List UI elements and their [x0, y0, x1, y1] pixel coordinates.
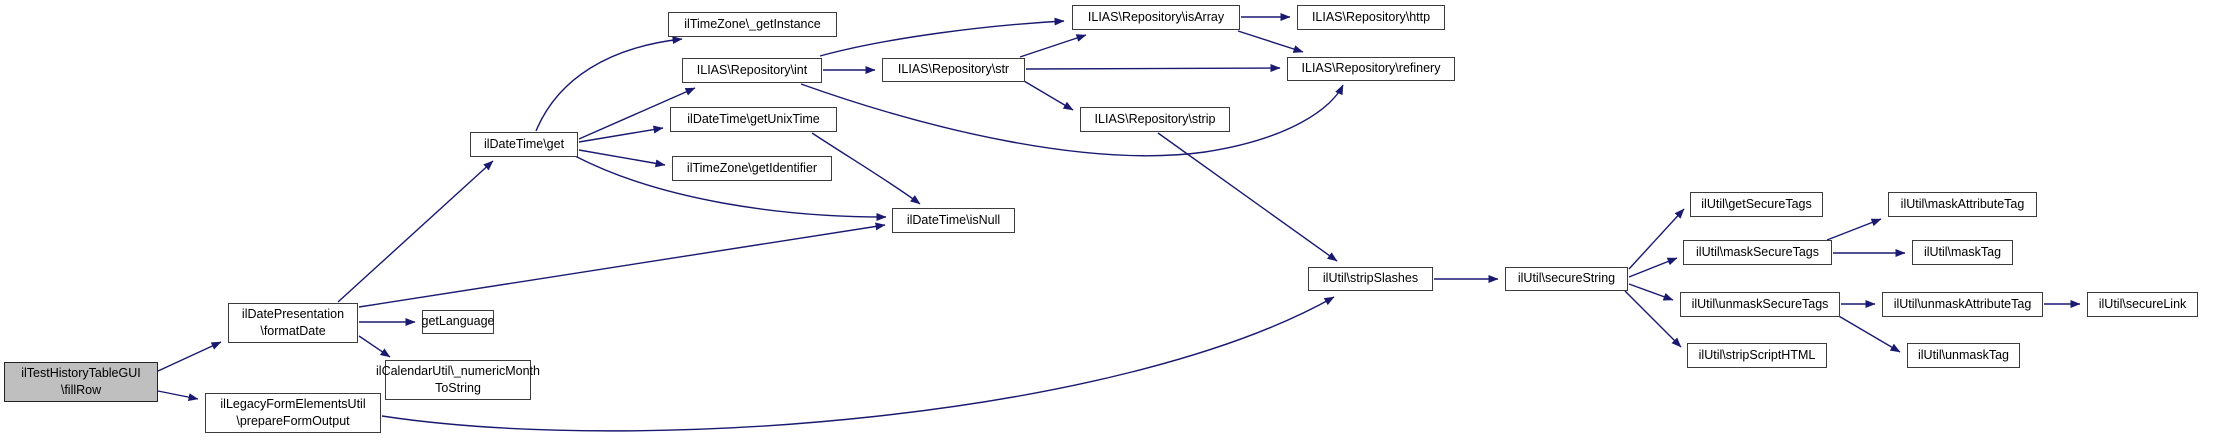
- edge-get-to-isNull: [574, 155, 887, 221]
- edge-str-to-isArray: [1019, 34, 1087, 58]
- edge-maskSecureTags-to-maskAttributeTag: [1826, 218, 1882, 241]
- edge-get-to-getUnixTime: [578, 125, 664, 143]
- node-prepareFormOutput[interactable]: ilLegacyFormElementsUtil \prepareFormOut…: [205, 393, 381, 433]
- node-maskSecureTags[interactable]: ilUtil\maskSecureTags: [1683, 240, 1832, 265]
- edge-str-to-strip: [1023, 80, 1074, 111]
- node-maskAttributeTag[interactable]: ilUtil\maskAttributeTag: [1888, 192, 2037, 217]
- edge-isArray-to-refinery: [1237, 30, 1304, 53]
- edge-get-to-int: [578, 87, 696, 140]
- node-getSecureTags[interactable]: ilUtil\getSecureTags: [1690, 192, 1823, 217]
- edge-formatDate-to-numericMonthToString: [358, 335, 391, 358]
- edge-get-to-getInstance: [535, 36, 683, 132]
- edge-fillRow-to-formatDate: [157, 341, 222, 372]
- edge-group: [157, 13, 2081, 432]
- edge-secureString-to-stripScriptHTML: [1624, 290, 1682, 348]
- node-int[interactable]: ILIAS\Repository\int: [682, 58, 822, 83]
- node-getIdentifier[interactable]: ilTimeZone\getIdentifier: [672, 156, 832, 181]
- edge-fillRow-to-prepareFormOutput: [157, 390, 199, 402]
- node-formatDate[interactable]: ilDatePresentation \formatDate: [228, 303, 358, 343]
- node-getLanguage[interactable]: getLanguage: [422, 310, 495, 334]
- edge-str-to-refinery: [1025, 64, 1281, 73]
- edge-formatDate-to-isNull: [358, 222, 886, 308]
- edge-int-to-isArray: [819, 17, 1065, 57]
- node-get[interactable]: ilDateTime\get: [470, 132, 578, 157]
- edge-prepareFormOutput-to-stripSlashes: [381, 296, 1335, 432]
- node-refinery[interactable]: ILIAS\Repository\refinery: [1287, 57, 1455, 81]
- node-str[interactable]: ILIAS\Repository\str: [882, 58, 1025, 82]
- node-secureLink[interactable]: ilUtil\secureLink: [2087, 292, 2198, 317]
- edge-formatDate-to-get: [337, 160, 494, 303]
- node-getInstance[interactable]: ilTimeZone\_getInstance: [668, 12, 837, 37]
- edge-secureString-to-unmaskSecureTags: [1628, 283, 1674, 301]
- node-fillRow: ilTestHistoryTableGUI \fillRow: [4, 362, 158, 402]
- edge-unmaskSecureTags-to-unmaskTag: [1836, 314, 1901, 353]
- node-unmaskSecureTags[interactable]: ilUtil\unmaskSecureTags: [1680, 292, 1840, 317]
- node-unmaskAttributeTag[interactable]: ilUtil\unmaskAttributeTag: [1882, 292, 2043, 317]
- node-stripSlashes[interactable]: ilUtil\stripSlashes: [1308, 267, 1433, 291]
- edge-secureString-to-getSecureTags: [1628, 208, 1685, 270]
- node-numericMonthToString[interactable]: ilCalendarUtil\_numericMonth ToString: [376, 360, 540, 400]
- edge-getUnixTime-to-isNull: [811, 132, 921, 205]
- edge-int-to-refinery: [800, 83, 1344, 157]
- node-isNull[interactable]: ilDateTime\isNull: [892, 208, 1015, 233]
- node-strip[interactable]: ILIAS\Repository\strip: [1080, 107, 1230, 132]
- edge-get-to-getIdentifier: [578, 149, 666, 168]
- node-getUnixTime[interactable]: ilDateTime\getUnixTime: [670, 107, 837, 132]
- node-unmaskTag[interactable]: ilUtil\unmaskTag: [1907, 343, 2020, 368]
- node-stripScriptHTML[interactable]: ilUtil\stripScriptHTML: [1687, 343, 1827, 368]
- edge-secureString-to-maskSecureTags: [1628, 257, 1678, 278]
- node-maskTag[interactable]: ilUtil\maskTag: [1912, 240, 2013, 265]
- edge-strip-to-stripSlashes: [1157, 132, 1338, 262]
- node-http[interactable]: ILIAS\Repository\http: [1297, 5, 1445, 30]
- node-secureString[interactable]: ilUtil\secureString: [1505, 267, 1628, 291]
- node-isArray[interactable]: ILIAS\Repository\isArray: [1072, 5, 1240, 30]
